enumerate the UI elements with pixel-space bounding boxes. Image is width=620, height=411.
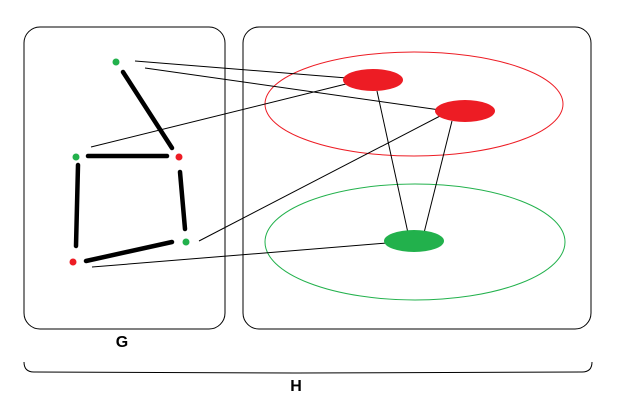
node-g-top-green (112, 58, 120, 66)
edge-left-to-red1 (90, 83, 347, 148)
red-cluster-ellipse (264, 51, 564, 157)
node-g-bottomright-green (182, 238, 190, 246)
edge-red1-to-green (376, 90, 409, 234)
panel-right (242, 26, 592, 330)
node-red-2 (435, 100, 495, 122)
thick-edges (73, 69, 188, 264)
edge-g-top-to-midright (120, 69, 175, 151)
label-h: H (290, 378, 302, 395)
node-g-midright-red (175, 153, 183, 161)
thin-edges (90, 60, 453, 268)
edge-top-to-red1 (134, 60, 348, 79)
green-cluster-ellipse (264, 183, 566, 301)
node-green-1 (384, 230, 444, 252)
edge-top-to-red2 (144, 67, 441, 111)
edge-g-midright-to-bottomright (177, 169, 188, 232)
label-g: G (116, 334, 128, 351)
edge-bottomleft-to-green (91, 242, 388, 268)
edge-bottomright-to-red2 (198, 114, 443, 242)
edge-red2-to-green (423, 120, 453, 234)
span-brace (23, 361, 593, 374)
edge-g-midleft-to-bottomleft (73, 162, 81, 249)
panel-g (23, 26, 226, 330)
node-g-midleft-green (72, 153, 80, 161)
edge-g-bottomleft-to-bottomright (83, 239, 175, 264)
node-red-1 (343, 69, 403, 91)
node-g-bottomleft-red (69, 258, 77, 266)
